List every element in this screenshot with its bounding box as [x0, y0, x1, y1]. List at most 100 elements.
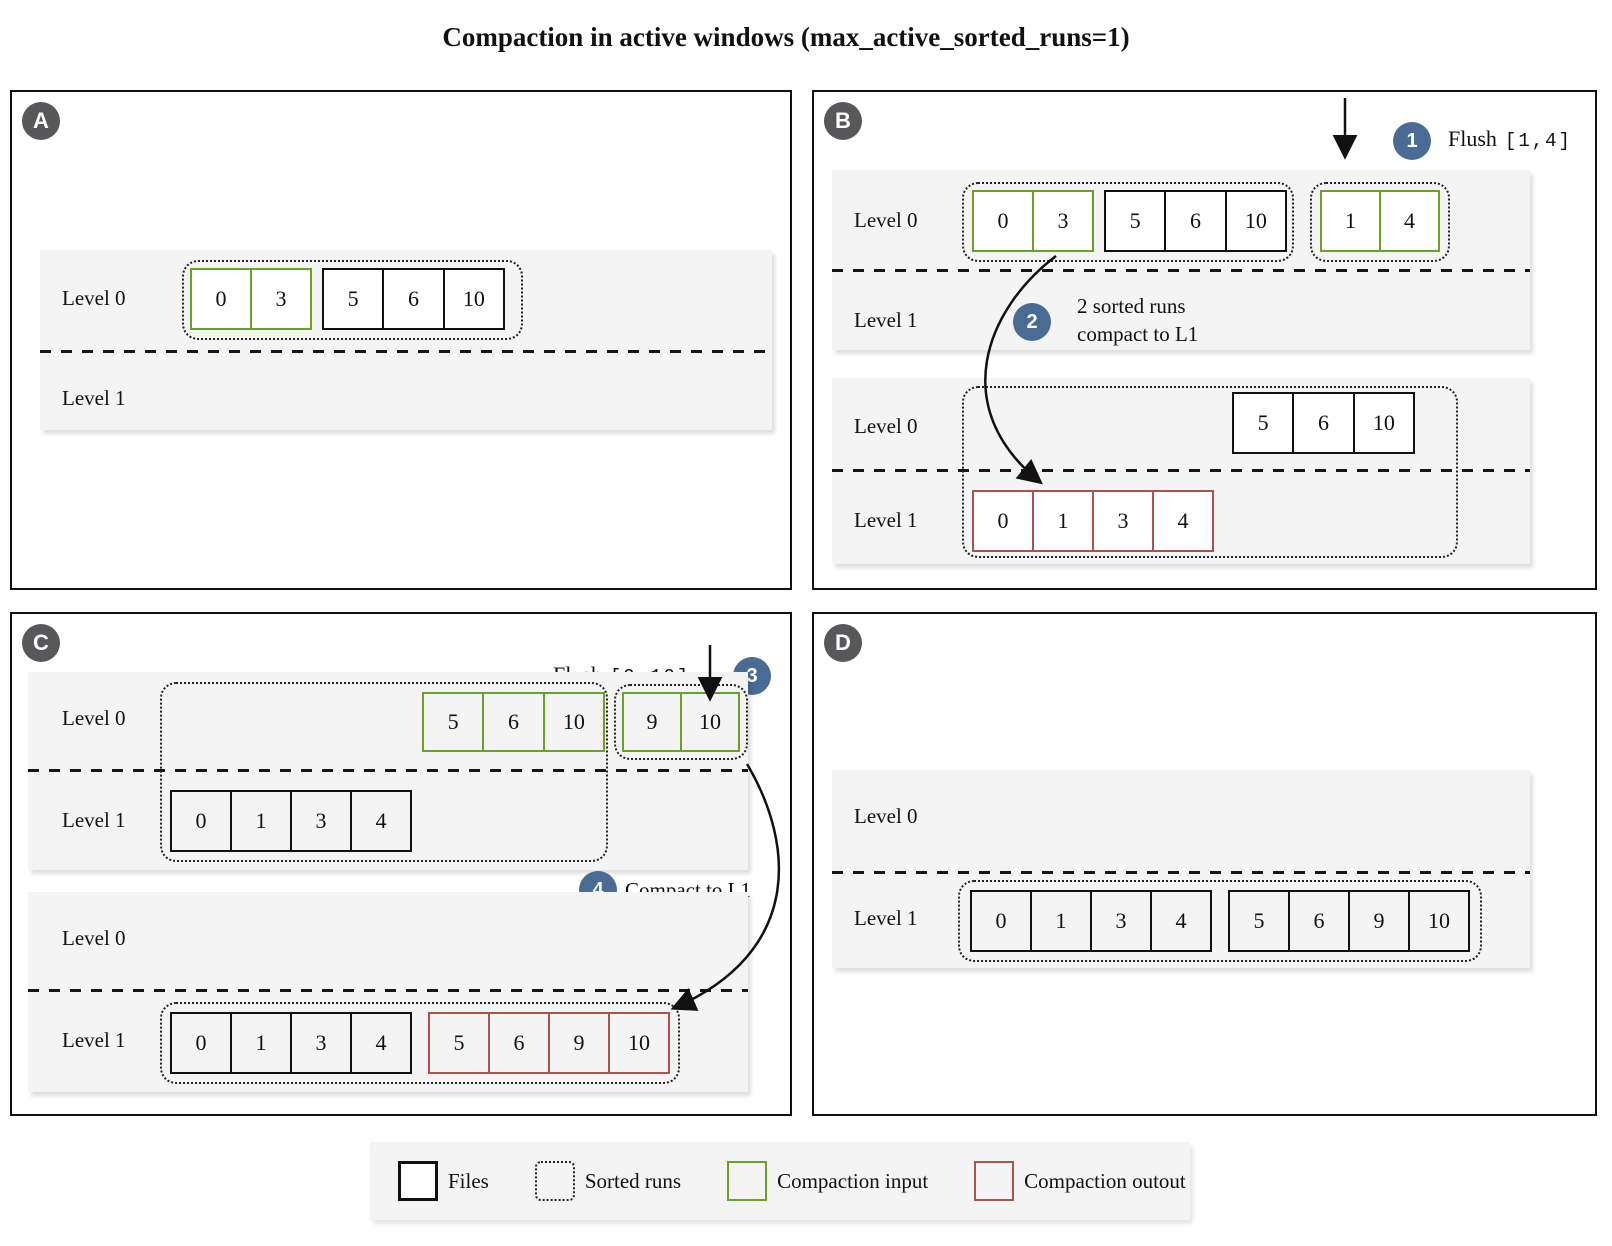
panel-b-result-sorted-run-outline [962, 386, 1458, 558]
panel-b-band1-level1-label: Level 1 [854, 308, 918, 332]
panel-c-sorted-run-outline [160, 682, 608, 862]
file-cell: 9 [1348, 892, 1408, 950]
step-1-flush-label: Flush [1,4] [1448, 126, 1572, 152]
legend-sorted-runs-label: Sorted runs [584, 1168, 682, 1193]
file-cell: 10 [1408, 892, 1468, 950]
file-cell: 4 [1379, 192, 1438, 250]
flush-word: Flush [1448, 126, 1497, 151]
panel-c-band1-separator [28, 769, 748, 772]
panel-c-band2-level0-label: Level 0 [62, 926, 126, 950]
file-cell: 10 [442, 270, 503, 328]
panel-c-band2-level1-label: Level 1 [62, 1028, 126, 1052]
file-cell: 6 [482, 694, 542, 750]
panel-d-level1-label: Level 1 [854, 906, 918, 930]
file-cell: 3 [290, 1014, 350, 1072]
panel-b-band1-level0-label: Level 0 [854, 208, 918, 232]
file-cell: 0 [215, 286, 227, 311]
file-cell: 0 [995, 908, 1007, 933]
panel-c-flush-run-outline [614, 684, 748, 760]
file-cell: 6 [1288, 892, 1348, 950]
panel-c-band2-separator [28, 989, 748, 992]
file-cell: 3 [1090, 892, 1150, 950]
legend-compaction-output-label: Compaction outout [1024, 1168, 1186, 1193]
panel-d-level-separator [832, 871, 1530, 874]
step-2-line2: compact to L1 [1077, 322, 1199, 346]
file-cell: 5 [1253, 908, 1265, 933]
step-2-badge: 2 [1013, 303, 1051, 341]
file-cell: 3 [290, 792, 350, 850]
panel-b-band1-separator [832, 269, 1530, 272]
file-cell: 10 [542, 694, 603, 750]
file-cell: 10 [1352, 394, 1413, 452]
panel-d-badge: D [824, 624, 862, 662]
file-cell: 4 [1150, 892, 1210, 950]
file-cell: 1 [230, 792, 290, 850]
panel-c-band1-level0-label: Level 0 [62, 706, 126, 730]
file-cell: 4 [1152, 492, 1212, 550]
file-cell: 4 [350, 792, 410, 850]
file-cell: 4 [350, 1014, 410, 1072]
legend: Files Sorted runs Compaction input Compa… [370, 1142, 1190, 1220]
file-cell: 9 [548, 1014, 608, 1072]
legend-files-swatch [398, 1161, 438, 1201]
legend-compaction-output-swatch [974, 1161, 1015, 1201]
file-cell: 0 [997, 508, 1009, 533]
panel-b-band2-level1-label: Level 1 [854, 508, 918, 532]
panel-c-badge: C [22, 624, 60, 662]
file-cell: 6 [488, 1014, 548, 1072]
panel-b-badge: B [824, 102, 862, 140]
file-cell: 3 [1092, 492, 1152, 550]
file-cell: 5 [1257, 410, 1269, 435]
panel-b-flush-run-outline [1310, 182, 1450, 262]
file-cell: 10 [680, 694, 738, 750]
legend-sorted-runs-swatch [534, 1161, 575, 1201]
file-cell: 10 [608, 1014, 668, 1072]
panel-d-level-band [832, 770, 1530, 968]
flush-range: [1,4] [1504, 130, 1572, 152]
file-cell: 3 [250, 270, 310, 328]
file-cell: 6 [1292, 394, 1352, 452]
file-cell: 3 [1032, 192, 1092, 250]
file-cell: 6 [382, 270, 442, 328]
panel-b-sorted-run-outline [962, 182, 1294, 262]
panel-b-band2-separator [832, 469, 1530, 472]
panel-c-band1-level1-label: Level 1 [62, 808, 126, 832]
file-cell: 5 [453, 1030, 465, 1055]
file-cell: 6 [1164, 192, 1224, 250]
panel-a-badge: A [22, 102, 60, 140]
panel-a-level1-label: Level 1 [62, 386, 126, 410]
file-cell: 1 [1032, 492, 1092, 550]
file-cell: 1 [1345, 208, 1356, 233]
panel-c-result-sorted-run-outline [160, 1002, 680, 1084]
legend-compaction-input-swatch [727, 1161, 768, 1201]
file-cell: 5 [447, 709, 459, 734]
file-cell: 5 [347, 286, 359, 311]
step-1-badge: 1 [1393, 122, 1431, 160]
panel-b-band2-level0-label: Level 0 [854, 414, 918, 438]
file-cell: 0 [195, 1030, 207, 1055]
file-cell: 5 [1129, 208, 1141, 233]
step-2-line1: 2 sorted runs [1077, 294, 1186, 318]
diagram-title: Compaction in active windows (max_active… [442, 22, 1130, 52]
file-cell: 0 [997, 208, 1009, 233]
panel-a-sorted-run-outline [182, 260, 523, 340]
file-cell: 9 [646, 709, 658, 734]
panel-a-level-separator [40, 350, 772, 353]
file-cell: 1 [1030, 892, 1090, 950]
legend-files-label: Files [448, 1168, 489, 1193]
legend-compaction-input-label: Compaction input [777, 1168, 929, 1193]
file-cell: 1 [230, 1014, 290, 1072]
